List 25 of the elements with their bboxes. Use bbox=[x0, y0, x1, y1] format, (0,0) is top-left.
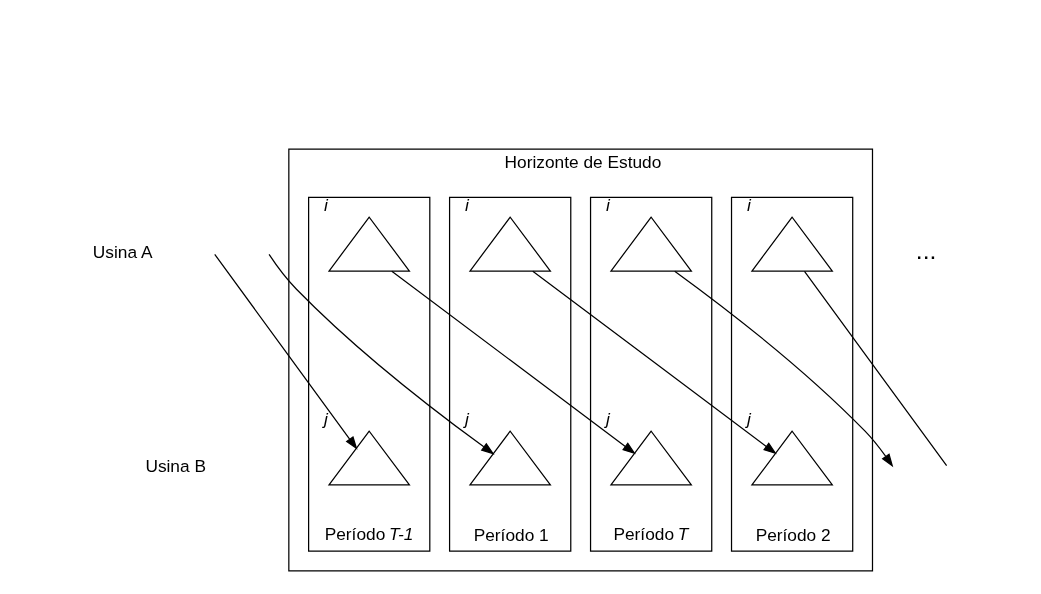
label: ... bbox=[915, 237, 936, 265]
label: Usina B bbox=[144, 455, 206, 476]
arrow bbox=[267, 253, 495, 455]
node-triangle bbox=[609, 430, 693, 486]
node-label: i bbox=[464, 195, 469, 216]
connector bbox=[803, 270, 947, 467]
node-label: j bbox=[605, 409, 610, 430]
node-label: j bbox=[464, 409, 469, 430]
arrow bbox=[531, 270, 777, 455]
label: Usina A bbox=[92, 241, 152, 262]
arrow bbox=[390, 270, 636, 455]
node-triangle bbox=[609, 216, 693, 272]
node-triangle bbox=[750, 430, 834, 486]
node-label: j bbox=[323, 409, 328, 430]
node-label: i bbox=[605, 195, 610, 216]
arrow bbox=[673, 270, 893, 468]
node-triangle bbox=[468, 216, 552, 272]
node-label: j bbox=[746, 409, 751, 430]
node-label: i bbox=[746, 195, 751, 216]
node-triangle bbox=[327, 216, 411, 272]
arrow bbox=[213, 253, 357, 450]
node-triangle bbox=[750, 216, 834, 272]
node-triangle bbox=[468, 430, 552, 486]
node-triangle bbox=[327, 430, 411, 486]
node-label: i bbox=[323, 195, 328, 216]
